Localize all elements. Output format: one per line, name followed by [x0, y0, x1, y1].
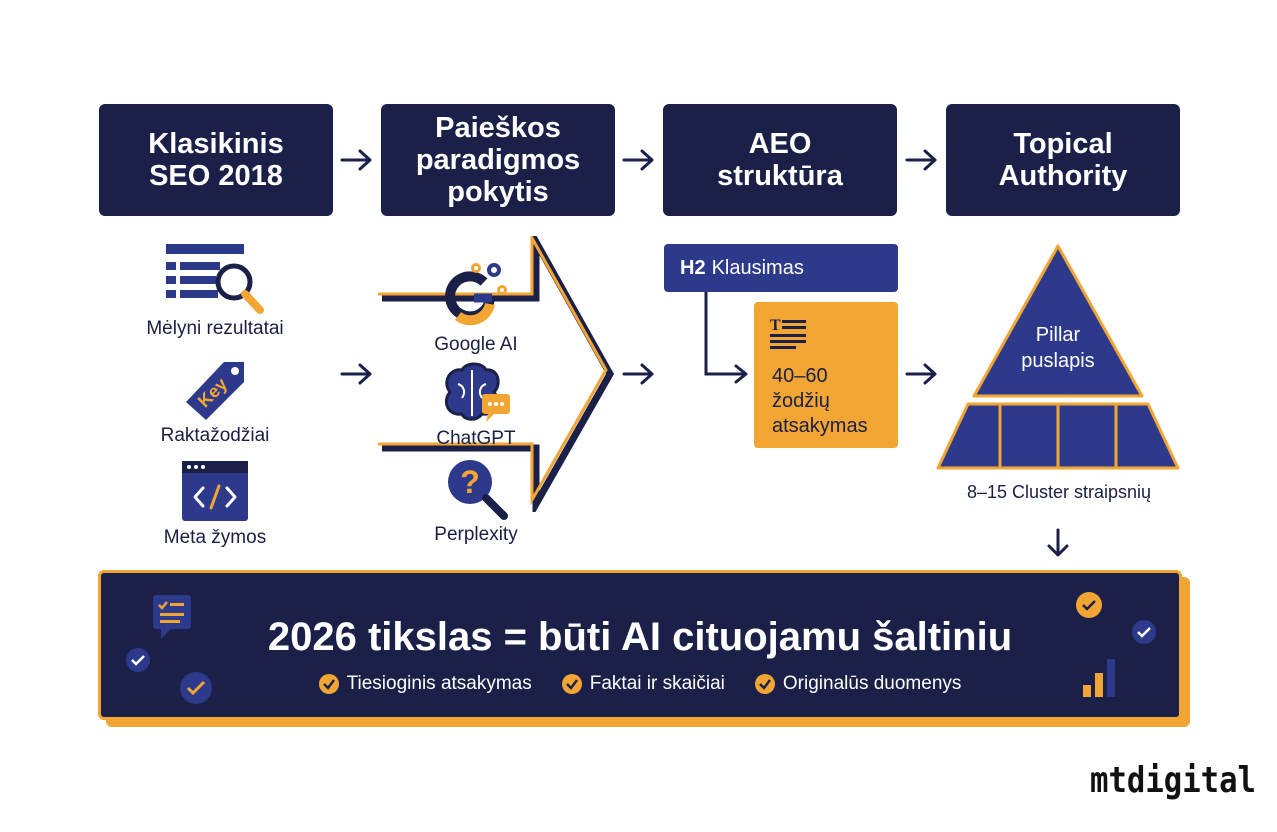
code-window-icon — [182, 461, 248, 521]
goal-point: Faktai ir skaičiai — [561, 673, 725, 695]
arrow-right-icon — [340, 149, 372, 171]
mtdigital-logo: mtdigital — [1090, 760, 1256, 801]
chatgpt-brain-icon — [445, 362, 510, 422]
check-circle-icon — [126, 648, 150, 672]
arrow-right-icon — [622, 149, 654, 171]
search-results-icon — [166, 244, 264, 314]
pillar-page-label: Pillar puslapis — [1021, 324, 1095, 372]
cluster-label: 8–15 Cluster straipsnių — [966, 482, 1152, 502]
text-paragraph-icon: T — [770, 317, 806, 349]
goal-title: 2026 tikslas = būti AI cituojamu šaltini… — [267, 615, 1013, 659]
check-circle-icon — [180, 672, 212, 704]
arrow-right-icon — [340, 363, 372, 385]
classic-item-label: Raktažodžiai — [160, 425, 270, 446]
google-ai-icon — [445, 263, 507, 326]
keyword-tag-icon: Key — [186, 362, 244, 420]
check-icon — [318, 674, 339, 694]
bar-chart-icon — [1083, 659, 1115, 697]
check-circle-icon — [1132, 620, 1156, 644]
classic-item-label: Meta žymos — [163, 527, 267, 548]
svg-text:?: ? — [460, 464, 480, 500]
answer-box: T 40–60 žodžių atsakymas — [754, 302, 898, 448]
goal-point: Tiesioginis atsakymas — [318, 673, 532, 695]
engine-label: ChatGPT — [436, 428, 516, 449]
connector-arrow-icon — [704, 292, 748, 384]
perplexity-question-icon: ? — [448, 460, 508, 520]
goal-banner: 2026 tikslas = būti AI cituojamu šaltini… — [98, 570, 1182, 720]
check-icon — [561, 674, 582, 694]
svg-text:T: T — [770, 317, 781, 334]
pillar-cluster-pyramid — [936, 244, 1180, 470]
arrow-right-icon — [622, 363, 654, 385]
svg-text:mtdigital: mtdigital — [1090, 760, 1256, 801]
arrow-down-icon — [1047, 528, 1069, 557]
checklist-chat-icon — [153, 595, 191, 639]
check-circle-icon — [1076, 592, 1102, 618]
engine-label: Google AI — [434, 334, 518, 355]
engine-label: Perplexity — [434, 524, 518, 545]
goal-point: Originalūs duomenys — [754, 673, 961, 695]
arrow-right-icon — [905, 363, 937, 385]
arrow-right-icon — [905, 149, 937, 171]
check-icon — [754, 674, 775, 694]
classic-item-label: Mėlyni rezultatai — [146, 318, 284, 339]
goal-points: Tiesioginis atsakymas Faktai ir skaičiai… — [101, 673, 1179, 695]
